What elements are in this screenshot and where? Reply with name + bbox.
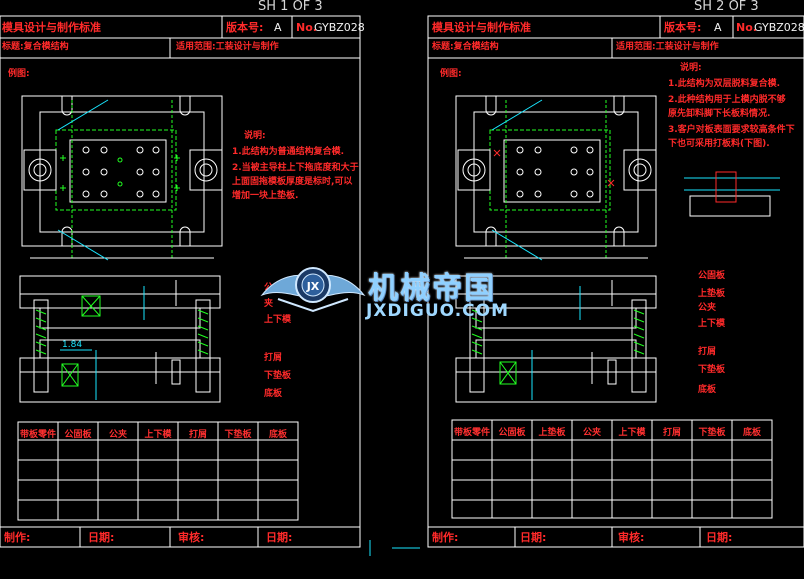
right-version-label: 版本号: [664,21,702,34]
left-top-view [21,95,223,261]
right-table-header-7: 底板 [742,428,761,438]
right-footer-date: 日期: [520,531,547,544]
left-note-1: 1.此结构为普通结构复合模. [232,147,345,157]
left-footer-made: 制作: [4,531,31,544]
right-note-3: 原先卸料脚下长板料情况. [668,109,771,119]
right-part-label-0: 公固板 [698,271,726,281]
right-table-header-6: 下垫板 [698,428,726,438]
left-part-label-1: 夹 [264,299,274,309]
right-note-4: 3.客户对板表面要求较高条件下 [668,125,795,135]
left-note-3: 上面固拖模板厚度是标时,可以 [232,177,353,187]
watermark-en: JXDIGUO.COM [366,301,510,321]
bottom-marks [369,540,420,556]
right-note-5: 下也可采用打板料(下图). [668,139,770,149]
right-subject: 标题:复合模结构 [432,42,499,52]
left-note-4: 增加一块上垫板. [232,191,299,201]
left-sheet-title: 模具设计与制作标准 [2,21,101,34]
left-notes-title: 说明: [244,131,266,141]
right-table-header-0: 带板零件 [453,428,490,438]
right-doc-no-label: No. [736,21,757,34]
left-table-header-1: 公固板 [64,430,92,440]
right-note-2: 2.此种结构用于上模内脱不够 [668,95,786,105]
left-note-2: 2.当被主导柱上下拖底度和大于 [232,163,359,173]
left-footer-review: 审核: [178,531,205,544]
right-footer-made: 制作: [432,531,459,544]
right-part-label-2: 公夹 [698,303,717,313]
left-example-label: 例图: [8,69,30,79]
left-parts-table [17,421,299,521]
right-scope: 适用范围:工装设计与制作 [616,42,719,52]
right-footer-date2: 日期: [706,531,733,544]
watermark-cn: 机械帝国 [368,271,496,306]
watermark-emblem-text: JX [306,280,320,293]
left-version-value: A [274,21,282,34]
right-part-label-1: 上垫板 [698,289,726,299]
left-sheet-frame [0,15,361,548]
left-part-label-3: 打屑 [264,353,283,363]
right-table-header-5: 打屑 [662,428,681,438]
right-sheet-frame [427,15,804,548]
left-doc-no-label: No. [296,21,317,34]
left-version-label: 版本号: [226,21,264,34]
watermark: JX 机械帝国 JXDIGUO.COM [258,255,558,335]
left-table-header-3: 上下模 [144,430,172,440]
right-sheet-label: SH 2 OF 3 [694,0,759,14]
right-part-label-4: 打屑 [698,347,717,357]
right-notes-title: 说明: [680,63,702,73]
watermark-emblem-icon: JX [260,267,366,313]
left-table-header-2: 公夹 [108,430,127,440]
right-top-view [455,95,780,261]
left-footer-date2: 日期: [266,531,293,544]
left-part-label-5: 底板 [264,389,283,399]
right-section-view [455,275,657,403]
left-section-view [19,275,221,403]
right-detail-sketch [684,171,780,217]
right-example-label: 例图: [440,69,462,79]
right-part-label-3: 上下模 [698,319,726,329]
dimension-label: 1.84 [62,340,83,350]
right-footer-review: 审核: [618,531,645,544]
right-doc-no: GYBZ028 [754,21,804,34]
left-footer-date: 日期: [88,531,115,544]
left-table-header-6: 底板 [268,430,287,440]
left-sheet-label: SH 1 OF 3 [258,0,323,14]
right-sheet-title: 模具设计与制作标准 [432,21,531,34]
right-table-header-1: 公固板 [498,428,526,438]
right-note-1: 1.此结构为双层脱料复合模. [668,79,781,89]
left-part-label-2: 上下模 [264,315,292,325]
right-version-value: A [714,21,722,34]
left-part-label-4: 下垫板 [264,371,292,381]
right-part-label-6: 底板 [698,385,717,395]
right-table-header-4: 上下模 [618,428,646,438]
right-part-label-5: 下垫板 [698,365,726,375]
right-table-header-2: 上垫板 [538,428,566,438]
left-subject: 标题:复合模结构 [2,42,69,52]
left-table-header-0: 带板零件 [19,430,56,440]
right-table-header-3: 公夹 [582,428,601,438]
left-scope: 适用范围:工装设计与制作 [176,42,279,52]
left-table-header-4: 打屑 [188,430,207,440]
left-table-header-5: 下垫板 [224,430,252,440]
right-parts-table [451,419,773,519]
left-doc-no: GYBZ028 [314,21,365,34]
